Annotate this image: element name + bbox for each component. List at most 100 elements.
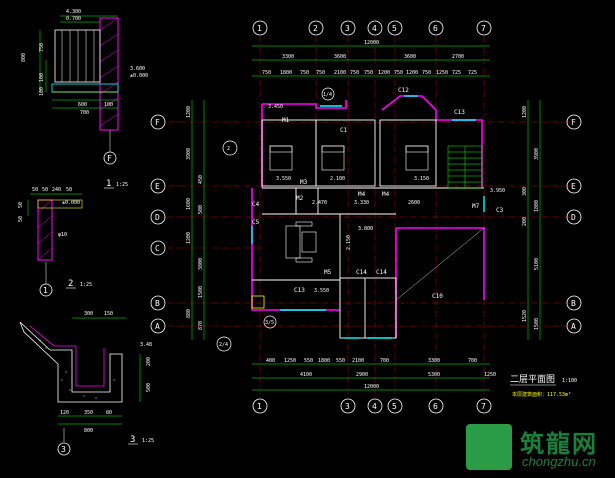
dim-top-fine-9: 1200 — [406, 70, 418, 76]
plan-area: 本层建筑面积：117.53m² — [512, 391, 571, 398]
detail2-scale: 1:25 — [80, 282, 92, 288]
dim-left-col: 1200 3900 450 1600 500 1200 3800 1500 88… — [186, 106, 204, 330]
axis-top-5: 5 — [392, 24, 397, 33]
dim-bottom-fine-7: 3300 — [428, 358, 440, 364]
dim-top-fine-1: 1800 — [280, 70, 292, 76]
detail2-axis-circle — [39, 283, 53, 297]
dim-bottom-fine-2: 550 — [304, 358, 313, 364]
axis-top-4: 4 — [372, 24, 377, 33]
axis-bottom-1: 1 — [257, 402, 262, 411]
axis-left-F: F — [155, 118, 160, 127]
detail3-dim-bottom-0: 120 — [60, 410, 69, 416]
axis-right-E: E — [571, 182, 576, 191]
axis-left-B: B — [155, 299, 160, 308]
dim-right-3: 1800 — [534, 200, 540, 212]
index-mark-0: 2/4 — [219, 342, 228, 348]
detail1-index: 1 — [106, 179, 111, 189]
dim-top-mid-1: 3600 — [334, 54, 346, 60]
inner-dim-4: 3.800 — [358, 226, 373, 232]
detail3-dim-top-0: 300 — [84, 311, 93, 317]
dim-top-fine-5: 750 — [350, 70, 359, 76]
detail1-dim-bottom-0: 600 — [78, 102, 87, 108]
dim-right-5: 5100 — [534, 258, 540, 270]
dim-left-8: 880 — [186, 309, 192, 318]
dim-right-2: 300 — [522, 187, 528, 196]
dim-top-fine-11: 1250 — [436, 70, 448, 76]
window-tag-0: C12 — [398, 87, 409, 94]
dim-top-fine-12: 725 — [452, 70, 461, 76]
detail3-index: 3 — [130, 435, 135, 445]
dim-top-fine-2: 750 — [300, 70, 309, 76]
axis-bottom-4: 4 — [372, 402, 377, 411]
axis-right-A: A — [571, 322, 576, 331]
dim-right-1: 3900 — [534, 148, 540, 160]
detail3-axis-label: 3 — [61, 445, 66, 454]
window-tag-7: C4 — [252, 201, 260, 208]
axis-top-1: 1 — [257, 24, 262, 33]
axis-left-C: C — [155, 244, 160, 253]
axis-right-D: D — [571, 213, 576, 222]
inner-dim-5: 3.550 — [314, 288, 329, 294]
dim-right-col: 1200 3900 300 1800 200 5100 1520 1500 — [522, 106, 540, 330]
dim-left-1: 3900 — [186, 148, 192, 160]
axis-bottom-3: 3 — [345, 402, 350, 411]
dim-right-7: 1500 — [534, 318, 540, 330]
axis-top-2: 2 — [313, 24, 318, 33]
inner-dim-2: 3.330 — [354, 200, 369, 206]
index-mark-1: 3/5 — [265, 320, 274, 326]
dim-bottom-fine-6: 700 — [380, 358, 389, 364]
detail2-dim-top-1: 50 — [42, 187, 48, 193]
axes-right: F E D B A — [566, 114, 582, 334]
dim-bottom-mid-2: 5300 — [428, 372, 440, 378]
dim-bottom-mid-1: 2900 — [356, 372, 368, 378]
detail1-dim-left-2: 100 — [39, 73, 45, 82]
index-mark-2: 1/4 — [323, 92, 332, 98]
window-tag-5: C13 — [294, 287, 305, 294]
inner-dim-7: 3.950 — [490, 188, 505, 194]
beds — [269, 145, 429, 171]
detail3-axis-circle — [57, 442, 71, 456]
detail1-axis-circle — [103, 151, 117, 165]
door-tag-3: M3 — [300, 179, 308, 186]
logo-text-cn: 筑龍网 — [520, 429, 598, 458]
dim-bottom-fine-8: 700 — [468, 358, 477, 364]
sofa-set — [285, 221, 317, 263]
detail2-elev: ±0.000 — [62, 200, 80, 206]
staircase — [447, 145, 483, 189]
door-tag-1: M4 — [358, 191, 366, 198]
axis-bottom-6: 6 — [433, 402, 438, 411]
window-tag-4: C14 — [376, 269, 387, 276]
dim-top-total: 12000 — [364, 40, 379, 46]
door-tag-2: M4 — [382, 191, 390, 198]
detail2-axis-label: 1 — [43, 286, 48, 295]
dim-bottom-fine-0: 400 — [266, 358, 275, 364]
dim-right-4: 200 — [522, 217, 528, 226]
tags: C12 C13 C10 C14 C14 C13 C1 C4 C5 C3 M1 M… — [252, 87, 504, 300]
door-tag-0: M1 — [282, 117, 290, 124]
dim-left-2: 450 — [198, 175, 204, 184]
inner-dim-10: 3.150 — [414, 176, 429, 182]
dim-left-7: 1500 — [198, 286, 204, 298]
dim-bottom-fine-row: 400 1250 550 1800 550 2100 700 3300 700 — [266, 358, 477, 364]
detail2-dim-left-1: 50 — [18, 216, 24, 222]
dim-top-fine-row: 750 1800 750 750 2100 750 750 1200 750 1… — [262, 70, 477, 76]
detail3-dim-left-1: 500 — [146, 383, 152, 392]
dim-top-fine-4: 2100 — [334, 70, 346, 76]
detail3-dim-bottom-1: 350 — [84, 410, 93, 416]
detail2-bar: φ10 — [58, 232, 67, 238]
dim-bottom-fine-1: 1250 — [284, 358, 296, 364]
axis-left-D: D — [155, 213, 160, 222]
detail2-dim-top-2: 240 — [52, 187, 61, 193]
detail1-dim-bottom-2: 700 — [80, 110, 89, 116]
axis-top-3: 3 — [345, 24, 350, 33]
inner-dim-6: 2.150 — [346, 235, 352, 250]
dim-left-4: 500 — [198, 205, 204, 214]
axis-top-7: 7 — [481, 24, 486, 33]
dim-left-6: 3800 — [198, 258, 204, 270]
dim-top-fine-0: 750 — [262, 70, 271, 76]
inner-dims: 3.450 2.470 3.330 2600 3.800 3.550 2.150… — [268, 104, 505, 294]
dim-left-3: 1600 — [186, 198, 192, 210]
detail-3: 300 150 200 500 120 350 80 800 3.48 3 3 … — [19, 311, 154, 456]
detail-2: 50 50 240 50 50 50 ±0.000 φ10 1 2 1:25 — [18, 187, 92, 297]
axis-bottom-5: 5 — [392, 402, 397, 411]
